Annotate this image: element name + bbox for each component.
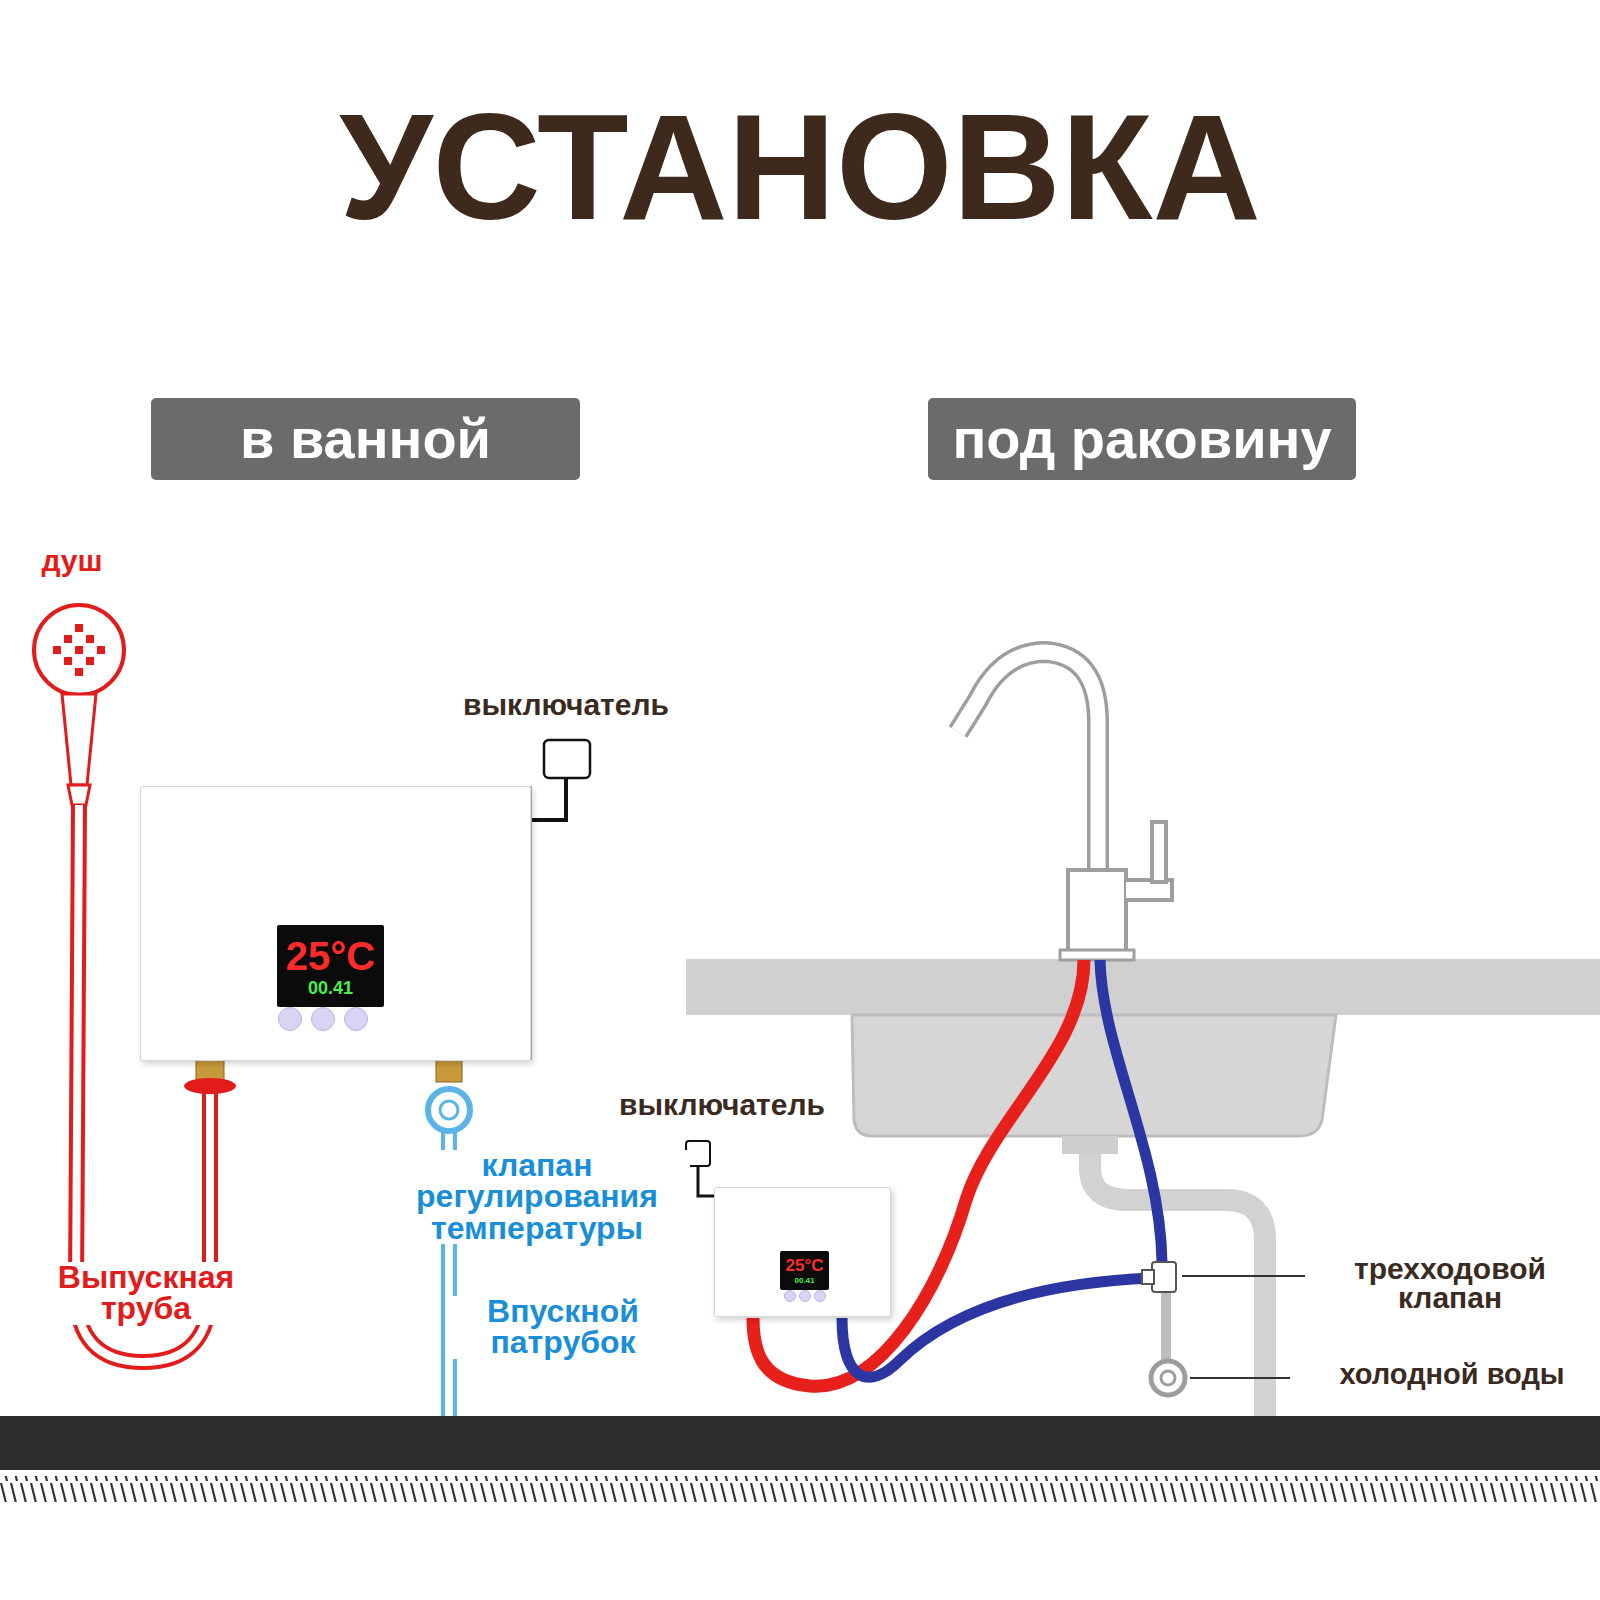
lcd-display: 25°C 00.41: [780, 1251, 829, 1290]
outlet-nut: [184, 1078, 236, 1094]
flow-reading: 00.41: [794, 1277, 814, 1285]
inlet-fitting: [436, 1060, 462, 1082]
switch-label: выключатель: [616, 1090, 828, 1119]
counter-top: [686, 959, 1600, 1015]
three-way-valve: [1152, 1262, 1176, 1292]
control-button: [344, 1007, 368, 1031]
floor-hatching: [0, 1476, 1600, 1502]
faucet-plate: [1060, 950, 1134, 960]
floor-band: [0, 1416, 1600, 1470]
water-heater: 25°C 00.41: [140, 786, 531, 1061]
cold-water-label: холодной воды: [1336, 1360, 1567, 1388]
valve-ring: [428, 1089, 470, 1131]
leader-line: [1182, 1275, 1305, 1277]
shower-handle: [62, 694, 96, 785]
faucet-spout: [958, 652, 1098, 872]
temperature-reading: 25°C: [286, 936, 375, 976]
outlet-label: Выпускная труба: [28, 1262, 264, 1325]
cold-supply-pipe: [1161, 1292, 1171, 1360]
hot-hose: [753, 960, 1084, 1386]
temperature-reading: 25°C: [786, 1257, 824, 1274]
section-band: в ванной: [151, 398, 580, 480]
sink-basin: [852, 1015, 1336, 1136]
drain-nut: [1062, 1136, 1118, 1154]
control-button: [799, 1290, 811, 1302]
faucet-body: [1068, 870, 1126, 952]
leader-line: [1190, 1377, 1290, 1379]
inlet-label: Впускной патрубок: [445, 1296, 681, 1359]
shower-head: [34, 605, 124, 695]
cold-water-tap: [1151, 1361, 1185, 1395]
faucet-spout-outline: [958, 652, 1098, 872]
shower-nozzles: [53, 624, 105, 676]
faucet-lever: [1152, 822, 1166, 882]
three-way-valve-label: трехходовой клапан: [1312, 1254, 1588, 1313]
switch-wire: [698, 1166, 714, 1196]
cold-water-tap-core: [1161, 1371, 1175, 1385]
band-label: в ванной: [240, 408, 491, 470]
control-button: [278, 1007, 302, 1031]
control-button: [814, 1290, 826, 1302]
valve-core: [440, 1101, 458, 1119]
shower-label: душ: [38, 546, 105, 575]
valve-label: клапан регулирования температуры: [384, 1150, 690, 1244]
hose-connector: [68, 785, 90, 805]
cold-hose-faucet: [1100, 960, 1162, 1262]
band-label: под раковину: [952, 408, 1331, 470]
page-title: УСТАНОВКА: [0, 92, 1600, 242]
control-button: [311, 1007, 335, 1031]
valve-side-port: [1142, 1270, 1154, 1284]
water-heater: 25°C 00.41: [714, 1187, 891, 1317]
switch-label: выключатель: [460, 690, 672, 719]
lcd-display: 25°C 00.41: [277, 925, 384, 1007]
control-button: [784, 1290, 796, 1302]
flow-reading: 00.41: [308, 979, 353, 997]
section-band: под раковину: [928, 398, 1356, 480]
switch-box: [544, 740, 590, 778]
